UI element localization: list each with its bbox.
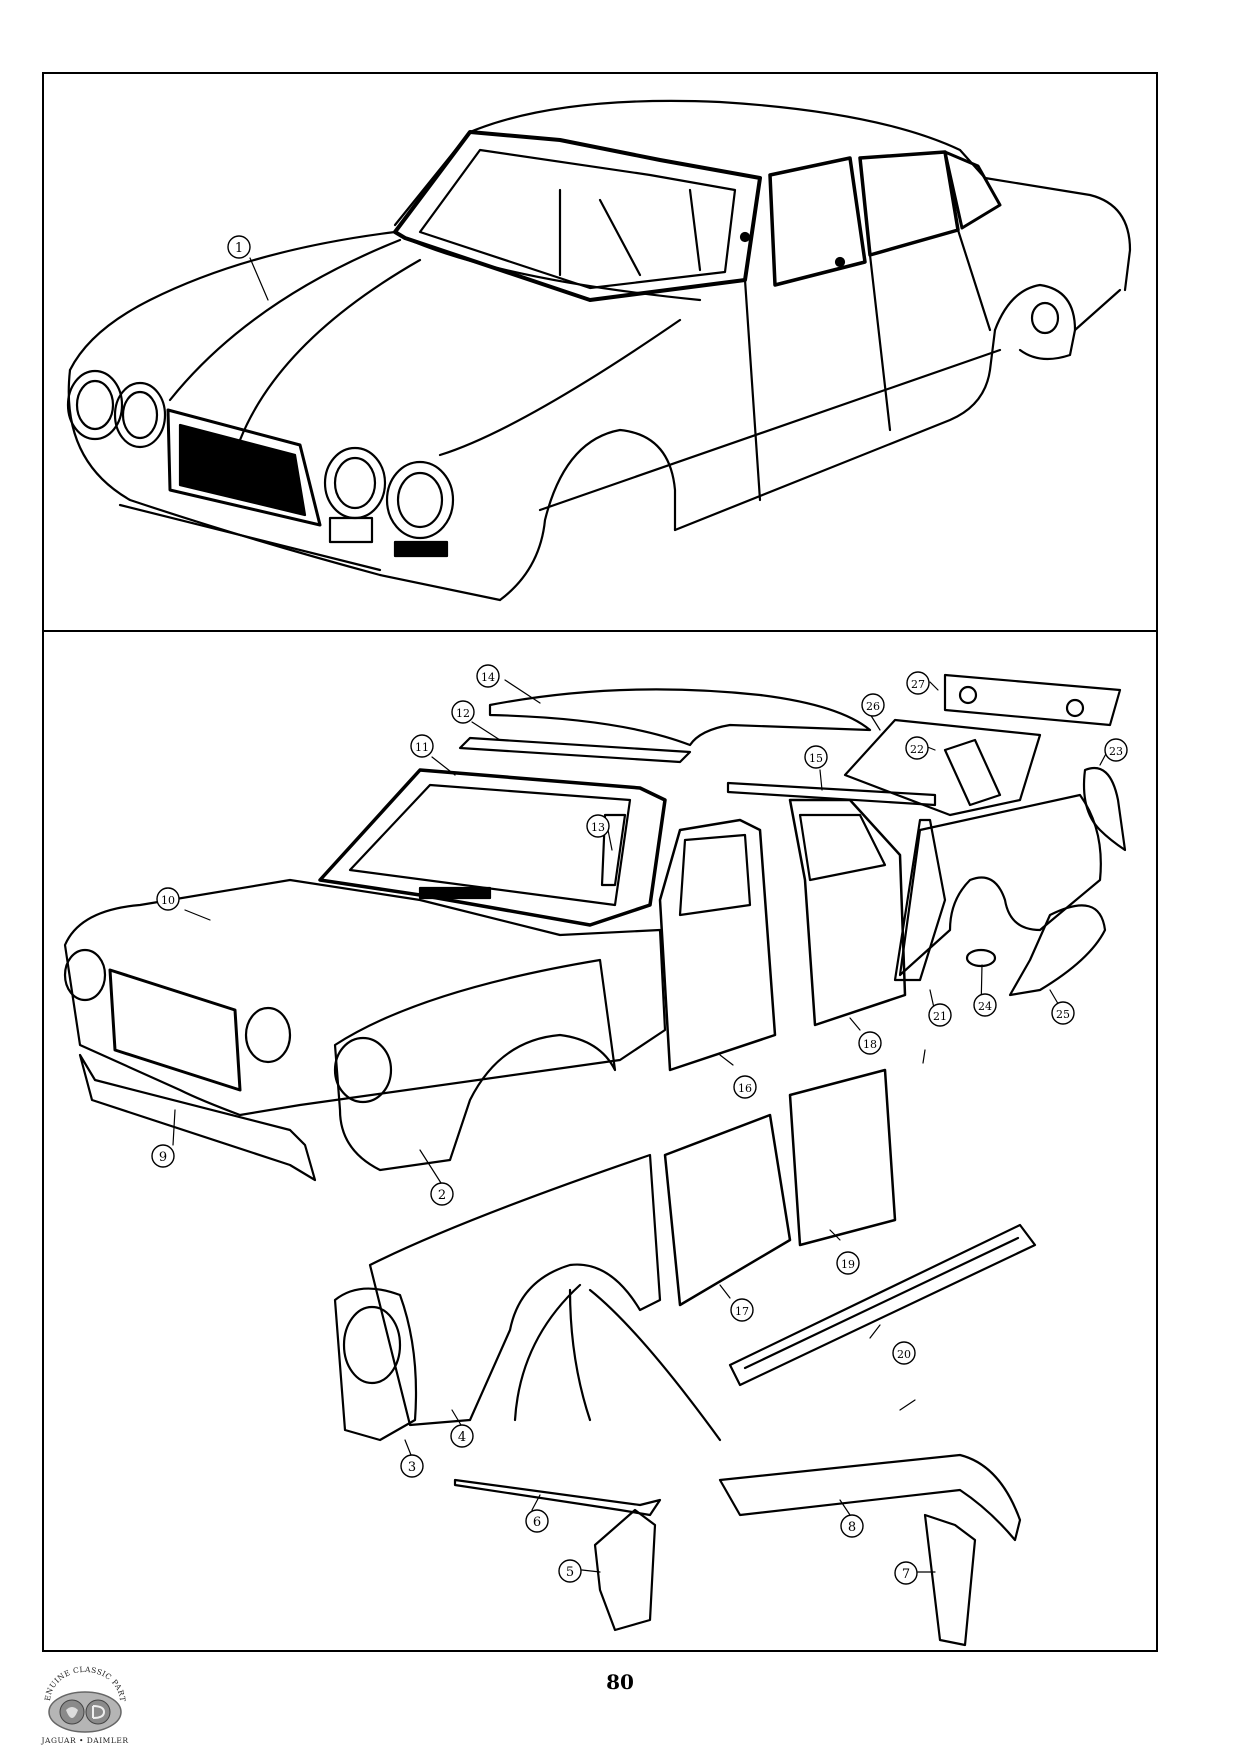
svg-text:5: 5 — [566, 1565, 574, 1580]
callout-2: 2 — [430, 1182, 454, 1206]
callout-27: 27 — [906, 671, 930, 695]
callout-8: 8 — [840, 1514, 864, 1538]
callout-23: 23 — [1104, 738, 1128, 762]
svg-text:16: 16 — [738, 1082, 752, 1095]
callout-21: 21 — [928, 1003, 952, 1027]
part-rear-splash-panel — [923, 1513, 977, 1647]
svg-text:10: 10 — [161, 894, 175, 907]
svg-text:20: 20 — [897, 1348, 911, 1361]
svg-text:6: 6 — [533, 1515, 541, 1530]
part-small-panel — [943, 738, 1002, 807]
callout-9: 9 — [151, 1144, 175, 1168]
callout-12: 12 — [451, 700, 475, 724]
svg-text:26: 26 — [866, 700, 880, 713]
callout-19: 19 — [836, 1251, 860, 1275]
part-cantrail — [726, 781, 937, 807]
svg-text:21: 21 — [933, 1010, 947, 1023]
svg-text:15: 15 — [809, 752, 823, 765]
callout-10: 10 — [156, 887, 180, 911]
part-front-wing — [333, 958, 617, 1172]
svg-text:23: 23 — [1109, 745, 1123, 758]
svg-text:27: 27 — [911, 678, 925, 691]
callout-16: 16 — [733, 1075, 757, 1099]
svg-text:12: 12 — [456, 707, 470, 720]
callout-18: 18 — [858, 1031, 882, 1055]
svg-text:17: 17 — [735, 1305, 749, 1318]
part-splash-panel — [593, 1508, 657, 1632]
part-windscreen-frame — [318, 768, 667, 927]
part-front-valance — [78, 1053, 317, 1182]
part-front-door — [658, 818, 777, 1072]
logo-emblem-icon: GENUINE CLASSIC PARTS — [37, 1655, 127, 1733]
svg-text:3: 3 — [408, 1460, 416, 1475]
svg-text:7: 7 — [902, 1567, 910, 1582]
svg-text:18: 18 — [863, 1038, 877, 1051]
callout-5: 5 — [558, 1559, 582, 1583]
part-roof-strip — [458, 736, 692, 764]
part-front-lower — [333, 1287, 418, 1442]
page-number: 80 — [606, 1670, 634, 1694]
svg-text:9: 9 — [159, 1150, 167, 1165]
part-body-side — [368, 1153, 662, 1427]
svg-text:14: 14 — [481, 671, 495, 684]
panel-divider — [44, 630, 1156, 632]
svg-text:22: 22 — [910, 743, 924, 756]
callout-3: 3 — [400, 1454, 424, 1478]
callout-20: 20 — [892, 1341, 916, 1365]
callout-24: 24 — [973, 993, 997, 1017]
part-rear-quarter-end — [1082, 767, 1127, 852]
callout-25: 25 — [1051, 1001, 1075, 1025]
part-strut — [453, 1478, 662, 1517]
part-sill — [728, 1223, 1037, 1387]
callout-26: 26 — [861, 693, 885, 717]
svg-text:24: 24 — [978, 1000, 992, 1013]
part-inner-rail — [718, 1453, 1022, 1542]
callout-4: 4 — [450, 1424, 474, 1448]
svg-text:19: 19 — [841, 1258, 855, 1271]
callout-17: 17 — [730, 1298, 754, 1322]
callout-14: 14 — [476, 664, 500, 688]
callout-1: 1 — [227, 235, 251, 259]
part-grommet — [965, 948, 997, 968]
part-rear-valance — [1008, 904, 1107, 997]
part-rear-quarter — [898, 793, 1102, 977]
genuine-classic-parts-logo: GENUINE CLASSIC PARTS JAGUAR • DAIMLER — [37, 1655, 130, 1748]
part-roof-panel — [488, 688, 872, 747]
svg-text:8: 8 — [848, 1520, 856, 1535]
svg-text:11: 11 — [415, 741, 429, 754]
part-boot-lid — [843, 718, 1042, 817]
assembled-body-shell — [66, 99, 1132, 602]
callout-6: 6 — [525, 1509, 549, 1533]
svg-text:13: 13 — [591, 821, 605, 834]
callout-7: 7 — [894, 1561, 918, 1585]
part-rear-panel — [943, 673, 1122, 727]
svg-text:4: 4 — [458, 1430, 466, 1445]
callout-15: 15 — [804, 745, 828, 769]
svg-text:25: 25 — [1056, 1008, 1070, 1021]
diagram-frame — [42, 72, 1158, 1652]
callout-11: 11 — [410, 734, 434, 758]
callout-22: 22 — [905, 736, 929, 760]
part-rear-door — [788, 798, 907, 1027]
svg-text:1: 1 — [235, 241, 243, 256]
part-front-body — [63, 878, 667, 1117]
part-front-door-skin — [663, 1113, 792, 1307]
svg-text:2: 2 — [438, 1188, 446, 1203]
part-rear-door-skin — [788, 1068, 897, 1247]
callout-13: 13 — [586, 814, 610, 838]
part-b-pillar — [893, 818, 947, 982]
logo-brand-text: JAGUAR • DAIMLER — [41, 1736, 129, 1745]
